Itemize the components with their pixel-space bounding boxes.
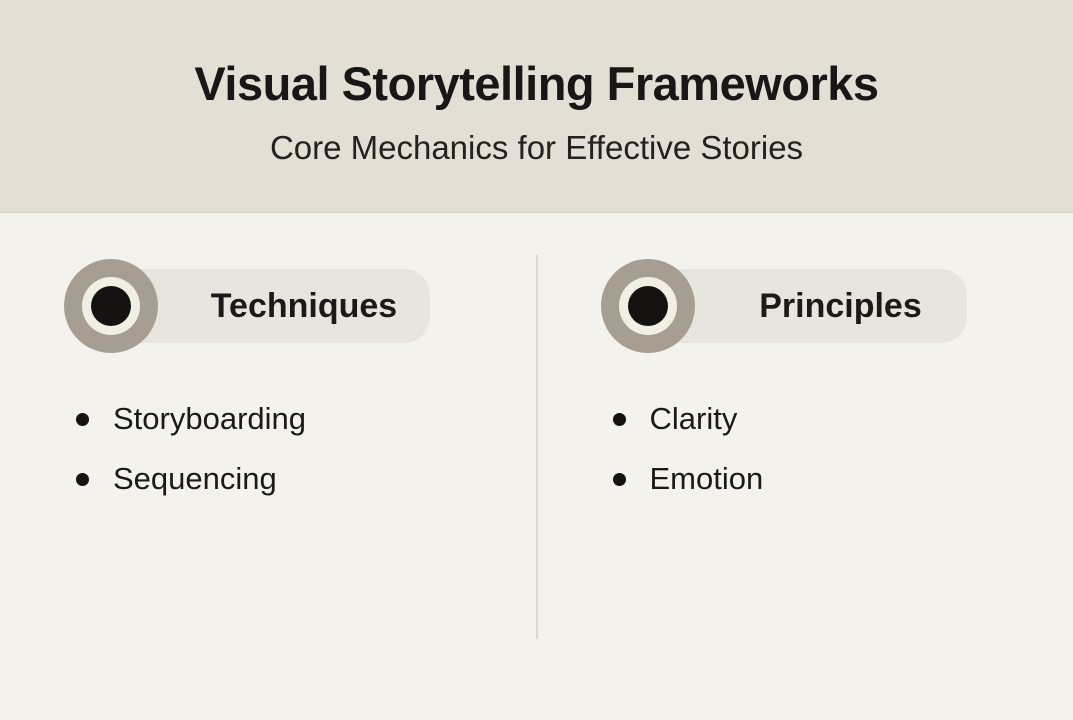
list-item-label: Storyboarding <box>113 401 307 436</box>
bullseye-icon <box>600 259 695 353</box>
column-divider <box>536 255 538 639</box>
list-item: Clarity <box>612 401 1073 437</box>
column-principles: Principles Clarity Emotion <box>537 213 1073 720</box>
column-techniques: Techniques Storyboarding Sequencing <box>0 213 537 720</box>
bullseye-dot <box>91 286 131 326</box>
principles-label: Principles <box>759 286 922 325</box>
bullet-icon <box>612 472 626 486</box>
principles-list: Clarity Emotion <box>537 401 1073 497</box>
list-item: Storyboarding <box>76 401 537 437</box>
bullet-icon <box>76 472 89 486</box>
principles-badge: Principles <box>600 259 967 353</box>
bullseye-ring <box>82 277 140 335</box>
techniques-label: Techniques <box>210 286 398 325</box>
list-item-label: Clarity <box>649 401 738 436</box>
bullseye-ring <box>618 277 677 335</box>
bullseye-icon <box>64 259 158 353</box>
page-subtitle: Core Mechanics for Effective Stories <box>269 128 804 166</box>
bullet-icon <box>76 412 89 426</box>
techniques-list: Storyboarding Sequencing <box>0 401 537 497</box>
techniques-badge: Techniques <box>64 259 430 353</box>
list-item-label: Emotion <box>649 461 764 496</box>
bullseye-dot <box>627 286 668 326</box>
page-title: Visual Storytelling Frameworks <box>194 56 879 110</box>
list-item-label: Sequencing <box>113 461 277 496</box>
bullet-icon <box>612 412 626 426</box>
list-item: Emotion <box>612 461 1073 497</box>
list-item: Sequencing <box>76 461 537 497</box>
header: Visual Storytelling Frameworks Core Mech… <box>0 0 1073 213</box>
content: Techniques Storyboarding Sequencing <box>0 213 1073 720</box>
